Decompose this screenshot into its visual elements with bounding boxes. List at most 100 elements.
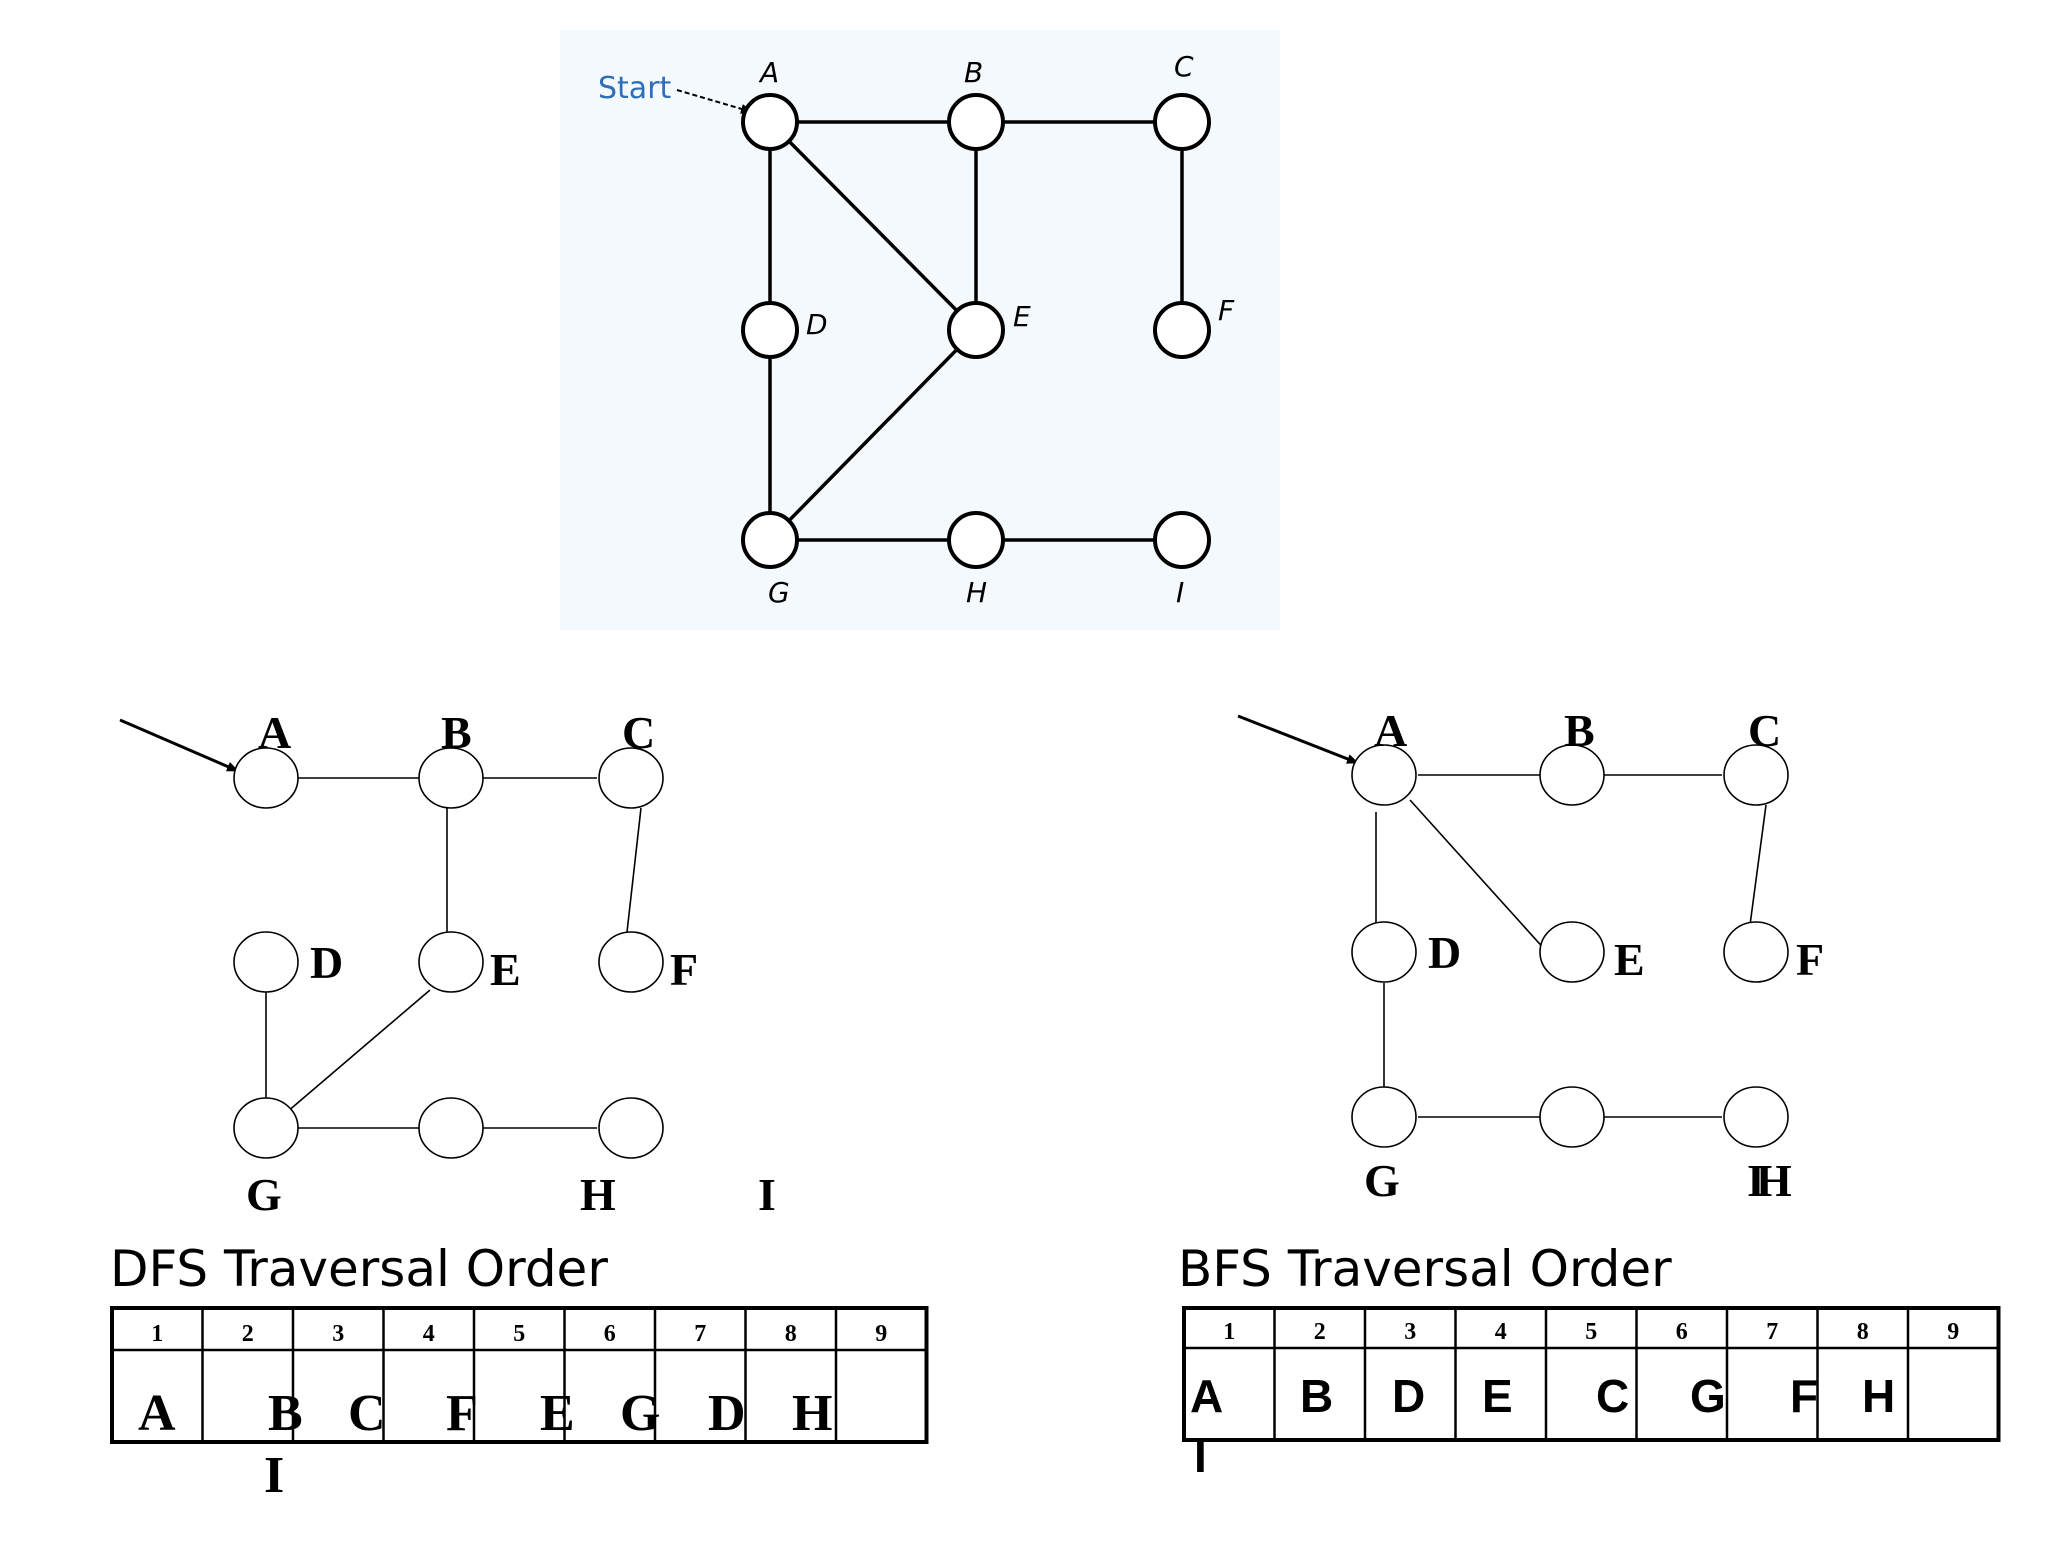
node-label-g: G: [768, 576, 790, 609]
start-label: Start: [598, 71, 672, 106]
dfs-label-a: A: [258, 707, 291, 758]
node-label-d: D: [806, 308, 828, 341]
visit-order-value: A: [1190, 1370, 1223, 1422]
visit-order-value: B: [1300, 1370, 1333, 1422]
dfs-edge-c-f: [626, 807, 642, 933]
visit-order-value: F: [446, 1385, 478, 1442]
node-label-a: A: [758, 56, 779, 89]
node-d: [741, 301, 799, 359]
bfs-label-a: A: [1374, 705, 1407, 756]
dfs-label-h: H: [580, 1169, 616, 1220]
visit-order-value: H: [792, 1385, 832, 1442]
node-b: [947, 93, 1005, 151]
visit-order-value: I: [264, 1447, 284, 1504]
dfs-table-title: DFS Traversal Order: [110, 1240, 608, 1298]
bfs-node-e: [1539, 921, 1605, 983]
dfs-label-d: D: [310, 937, 343, 988]
position-number: 5: [513, 1321, 525, 1347]
position-number: 7: [694, 1321, 706, 1347]
dfs-graph: A B C D E F G H I: [119, 707, 776, 1220]
node-h: [947, 511, 1005, 569]
position-number: 4: [1495, 1319, 1507, 1345]
edge-e-g: [768, 328, 978, 542]
dfs-node-a: [233, 747, 299, 809]
start-arrow: [676, 89, 753, 114]
position-number: 8: [785, 1321, 797, 1347]
bfs-label-d: D: [1428, 927, 1461, 978]
visit-order-value: E: [540, 1385, 575, 1442]
visit-order-value: G: [620, 1385, 660, 1442]
dfs-edge-e-g: [279, 989, 431, 1119]
dfs-label-e: E: [490, 944, 521, 995]
node-f: [1153, 301, 1211, 359]
position-number: 6: [604, 1321, 616, 1347]
position-number: 9: [875, 1321, 887, 1347]
bfs-node-d: [1351, 921, 1417, 983]
bfs-label-b: B: [1564, 705, 1595, 756]
bfs-label-h: H: [1756, 1155, 1792, 1206]
visit-order-value: A: [138, 1385, 176, 1442]
dfs-label-c: C: [622, 707, 655, 758]
node-c: [1153, 93, 1211, 151]
position-number: 8: [1857, 1319, 1869, 1345]
position-number: 2: [242, 1321, 254, 1347]
visit-order-value: C: [348, 1385, 386, 1442]
dfs-start-arrow: [119, 718, 239, 773]
edge-a-e: [768, 120, 978, 332]
bfs-label-g: G: [1364, 1155, 1400, 1206]
dfs-node-b: [418, 747, 484, 809]
dfs-node-e: [418, 931, 484, 993]
dfs-table-border: [110, 1306, 929, 1444]
node-label-h: H: [966, 576, 987, 609]
node-label-b: B: [964, 56, 983, 89]
bfs-start-arrow: [1237, 714, 1359, 765]
bfs-node-i: [1723, 1086, 1789, 1148]
dfs-node-i: [598, 1097, 664, 1159]
dfs-label-g: G: [246, 1169, 282, 1220]
dfs-label-i: I: [758, 1169, 776, 1220]
position-number: 3: [1404, 1319, 1416, 1345]
visit-order-value: C: [1596, 1370, 1629, 1422]
visit-order-value: I: [1194, 1430, 1207, 1482]
position-number: 1: [151, 1321, 163, 1347]
bfs-label-e: E: [1614, 934, 1645, 985]
bfs-table-title: BFS Traversal Order: [1178, 1240, 1672, 1298]
top-graph: Start A B C D E F G H I: [560, 30, 1280, 630]
visit-order-value: D: [1392, 1370, 1425, 1422]
position-number: 9: [1947, 1319, 1959, 1345]
node-e: [947, 301, 1005, 359]
position-number: 4: [423, 1321, 435, 1347]
visit-order-value: E: [1482, 1370, 1513, 1422]
visit-order-value: F: [1790, 1370, 1818, 1422]
dfs-label-f: F: [670, 944, 698, 995]
bfs-label-f: F: [1796, 934, 1824, 985]
node-label-c: C: [1174, 50, 1194, 83]
node-i: [1153, 511, 1211, 569]
dfs-node-h: [418, 1097, 484, 1159]
position-number: 3: [332, 1321, 344, 1347]
dfs-node-g: [233, 1097, 299, 1159]
position-number: 1: [1223, 1319, 1235, 1345]
node-label-e: E: [1013, 300, 1031, 333]
dfs-node-d: [233, 931, 299, 993]
visit-order-value: G: [1690, 1370, 1726, 1422]
bfs-node-g: [1351, 1086, 1417, 1148]
bfs-label-c: C: [1748, 705, 1781, 756]
bfs-table-border: [1182, 1306, 2001, 1442]
dfs-label-b: B: [441, 707, 472, 758]
bfs-edge-c-f: [1749, 804, 1767, 926]
bfs-node-b: [1539, 744, 1605, 806]
node-a: [741, 93, 799, 151]
node-g: [741, 511, 799, 569]
bfs-label-i: I: [1747, 1155, 1765, 1206]
position-number: 7: [1766, 1319, 1778, 1345]
position-number: 2: [1314, 1319, 1326, 1345]
visit-order-value: B: [268, 1385, 303, 1442]
bfs-node-f: [1723, 921, 1789, 983]
bfs-edge-a-e: [1409, 799, 1557, 963]
bfs-node-c: [1723, 744, 1789, 806]
position-number: 5: [1585, 1319, 1597, 1345]
position-number: 6: [1676, 1319, 1688, 1345]
